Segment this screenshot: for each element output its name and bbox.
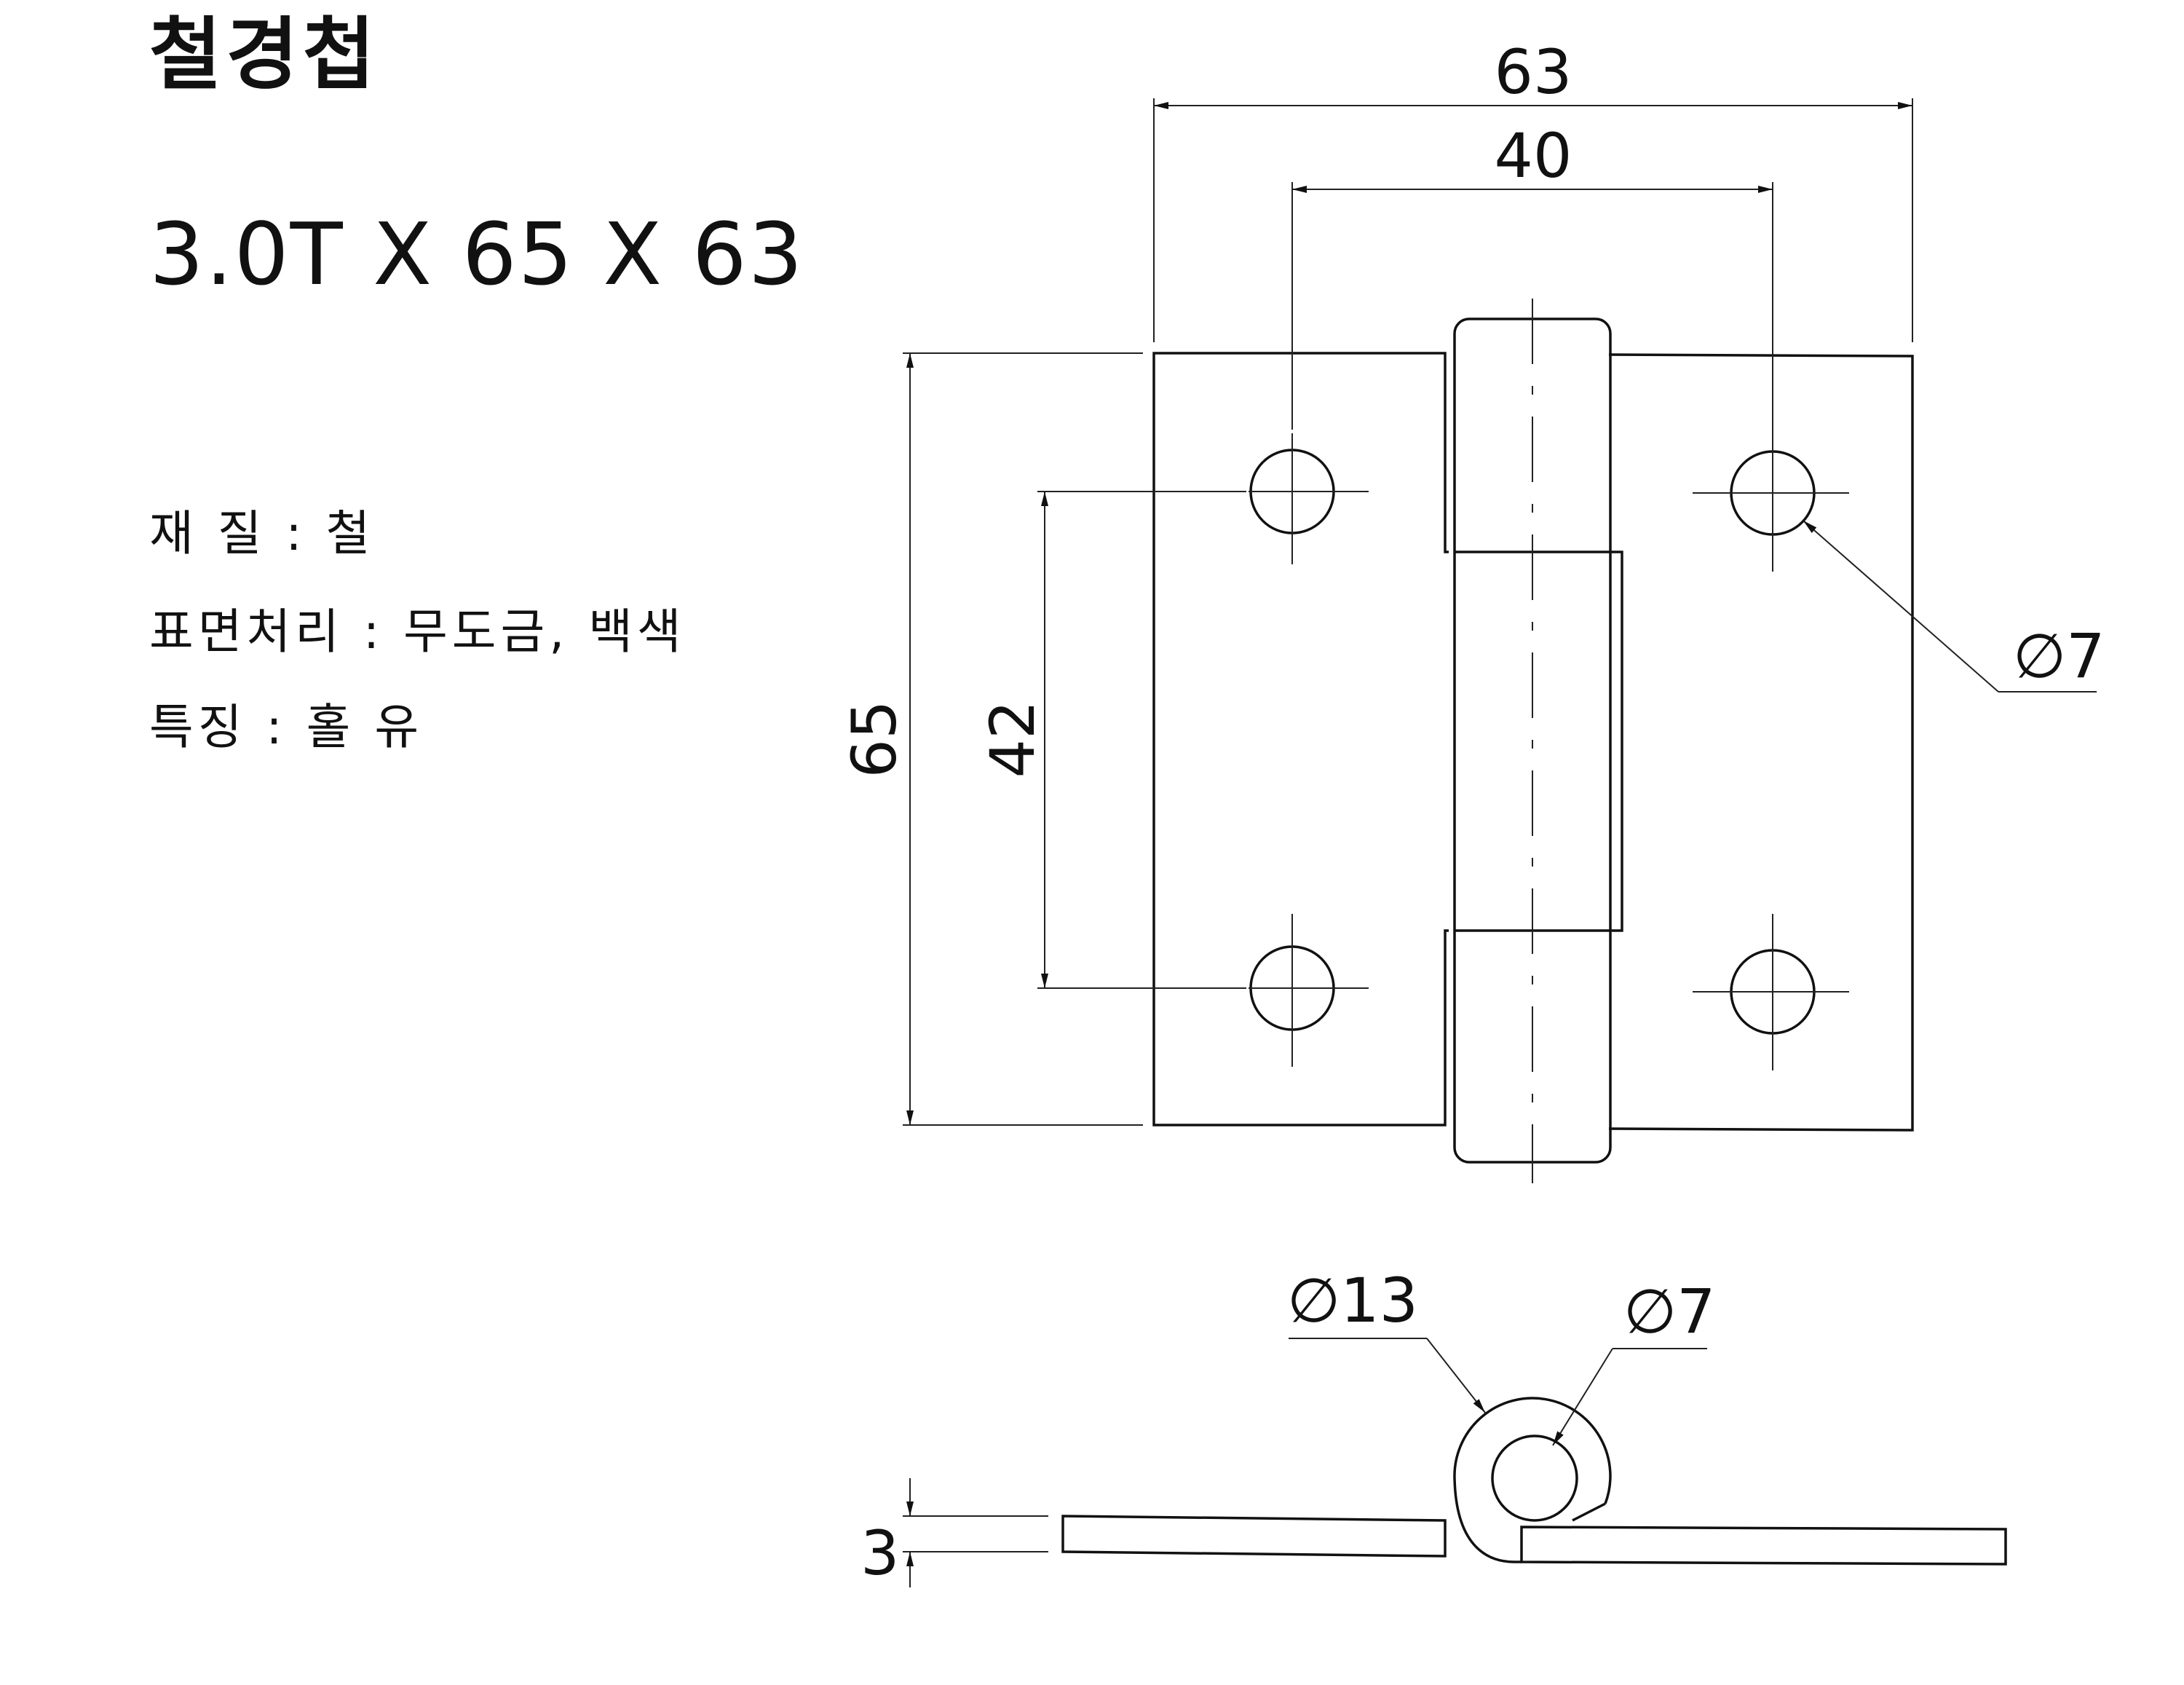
spec-surface-finish: 표면처리 : 무도금, 백색: [149, 604, 686, 660]
drawing-title: 철경첩: [149, 9, 380, 100]
spec-feature: 특징 : 홀 유: [149, 699, 424, 755]
dim-label-pin-diameter: ∅7: [1623, 1276, 1716, 1347]
hole-top-right: [1693, 415, 1849, 572]
dim-label-thickness: 3: [860, 1518, 899, 1589]
leader-knuckle-outer-diameter: ∅13: [1287, 1265, 1486, 1413]
leader-pin-diameter: ∅7: [1552, 1276, 1716, 1446]
side-view: [1061, 1397, 2007, 1566]
dim-label-63: 63: [1495, 36, 1572, 108]
hole-bottom-left: [1249, 914, 1369, 1067]
leader-hole-diameter: ∅7: [1803, 520, 2105, 692]
side-right-plate: [1520, 1526, 2007, 1566]
dim-label-knuckle-outer: ∅13: [1287, 1265, 1418, 1336]
left-leaf: [1152, 352, 1449, 1126]
hole-top-left: [1249, 433, 1369, 564]
side-left-plate: [1061, 1515, 1447, 1558]
dim-label-42: 42: [977, 701, 1048, 778]
spec-material: 재 질 : 철: [149, 505, 375, 561]
size-spec: 3.0T X 65 X 63: [149, 204, 804, 304]
knuckle-outer-arc: [1453, 1397, 1612, 1563]
dimension-overall-height: 65: [839, 352, 1143, 1126]
middle-knuckle: [1455, 551, 1623, 932]
hole-bottom-right: [1693, 914, 1849, 1070]
dim-label-40: 40: [1495, 120, 1572, 192]
dim-label-hole-diameter: ∅7: [2013, 620, 2105, 692]
pin-circle: [1491, 1435, 1578, 1522]
right-leaf: [1608, 353, 1914, 1132]
dim-label-65: 65: [839, 701, 910, 778]
dimension-hole-spacing-horizontal: 40: [1291, 120, 1773, 430]
knuckle-inner-arc: [1572, 1502, 1606, 1522]
dimension-hole-spacing-vertical: 42: [977, 491, 1246, 989]
dimension-thickness: 3: [860, 1478, 1048, 1589]
front-view: [1152, 299, 1914, 1183]
dimension-overall-width: 63: [1153, 36, 1913, 342]
